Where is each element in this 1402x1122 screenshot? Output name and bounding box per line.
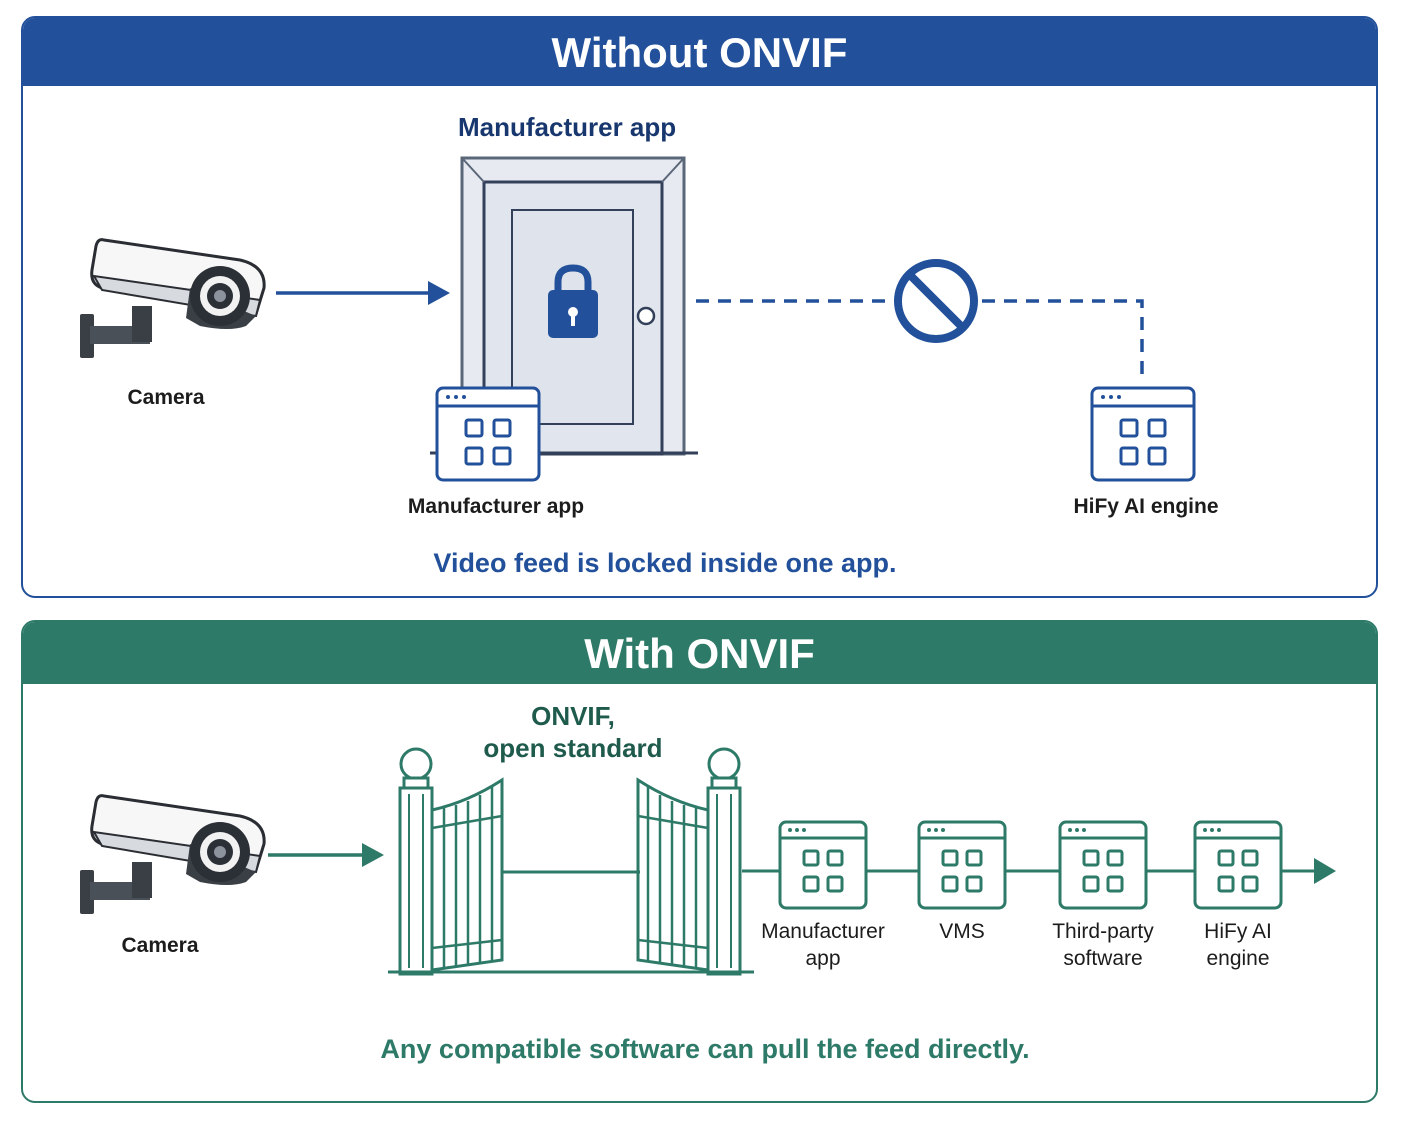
gate-label: ONVIF, open standard [460,700,686,764]
app-label-manufacturer: Manufacturer app [743,918,903,972]
bottom-caption: Any compatible software can pull the fee… [380,1034,1030,1064]
gate-label-line2: open standard [483,733,663,763]
top-engine-label: HiFy AI engine [1073,495,1219,518]
gate-label-line1: ONVIF, [531,701,615,731]
app-label-line1: Manufacturer [761,920,885,943]
app-label-hify: HiFy AI engine [1178,918,1298,972]
app-label-line2: software [1063,947,1143,970]
bottom-camera-label: Camera [121,934,199,957]
app-label-line2: engine [1206,947,1270,970]
with-onvif-title: With ONVIF [23,622,1376,684]
top-app-label: Manufacturer app [407,495,585,518]
with-onvif-panel: With ONVIF [21,620,1378,1103]
app-label-line1: VMS [939,920,985,943]
top-caption: Video feed is locked inside one app. [433,548,897,578]
app-label-third-party: Third-party software [1033,918,1173,972]
app-label-vms: VMS [902,918,1022,945]
app-label-line2: app [805,947,841,970]
top-camera-label: Camera [127,386,205,409]
without-onvif-title: Without ONVIF [23,18,1376,86]
app-label-line1: HiFy AI [1204,920,1272,943]
door-label: Manufacturer app [458,112,677,142]
app-label-line1: Third-party [1052,920,1154,943]
